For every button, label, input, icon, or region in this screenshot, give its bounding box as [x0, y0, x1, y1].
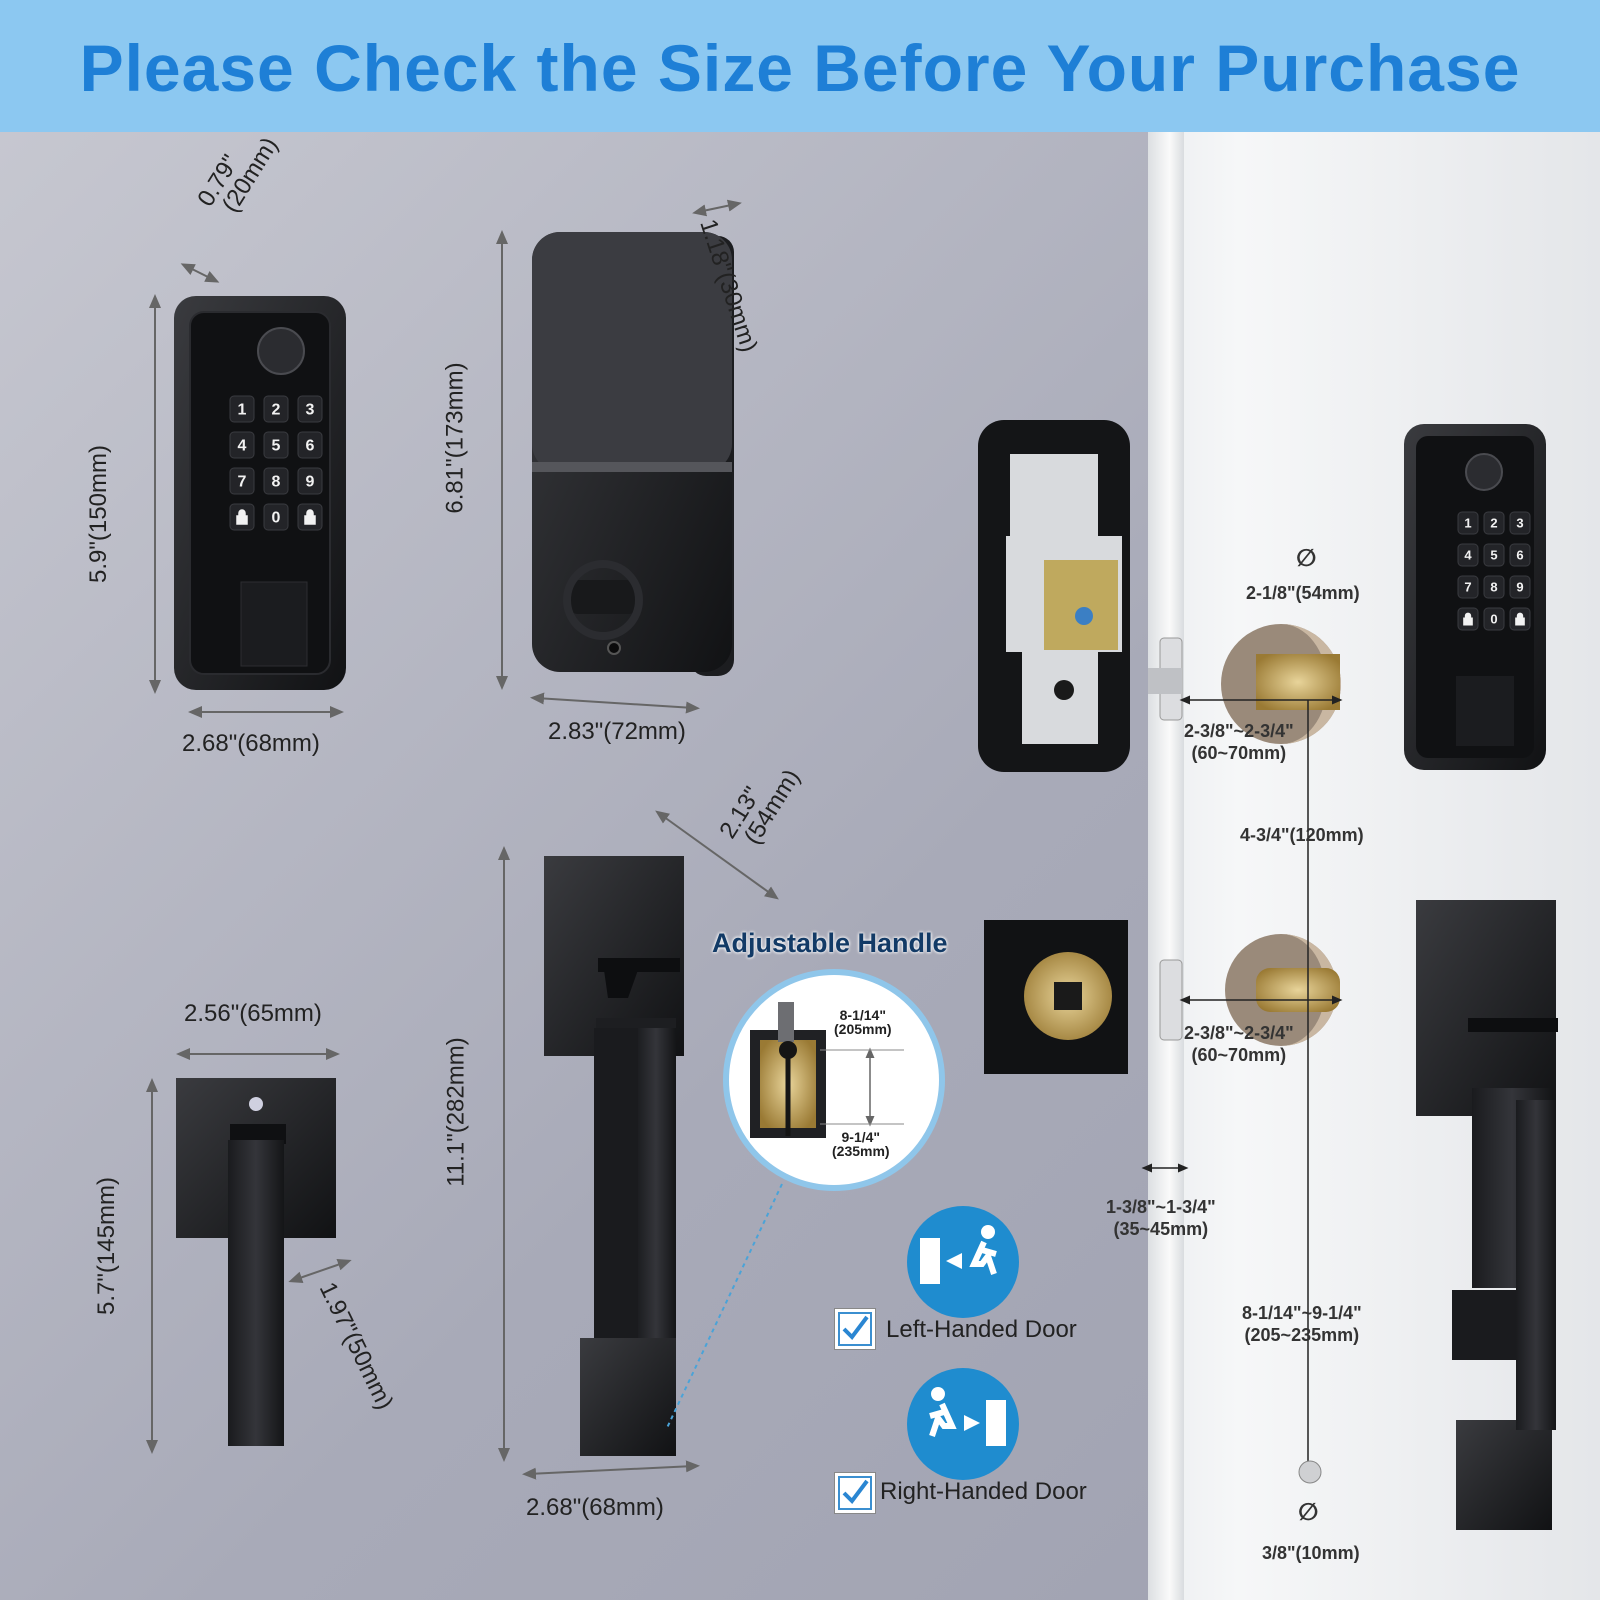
adjustable-handle-title: Adjustable Handle — [712, 928, 948, 958]
keypad-key-label: 6 — [306, 438, 315, 455]
interior-lever — [176, 1078, 336, 1446]
door-keypad-key-bg — [1483, 511, 1505, 535]
door-keypad-key-bg — [1483, 607, 1505, 631]
keypad-key-label: 9 — [306, 474, 315, 491]
bore-label: 2-1/8"(54mm) — [1246, 583, 1360, 603]
door-keypad-key-bg — [1509, 511, 1531, 535]
lock-icon — [304, 509, 316, 525]
door-keypad-key-bg — [1457, 511, 1479, 535]
lever-width-label: 2.56"(65mm) — [184, 1000, 322, 1027]
keypad-key-label: 2 — [272, 402, 281, 419]
door-keypad-key-bg — [1457, 543, 1479, 567]
keypad-key-label: 4 — [238, 438, 247, 455]
keypad-key-bg — [229, 467, 255, 495]
keypad-key-label: 7 — [238, 474, 247, 491]
spacing-label: 4-3/4"(120mm) — [1240, 825, 1364, 845]
keypad-key-bg — [297, 431, 323, 459]
door-keypad-key-label: 1 — [1464, 516, 1471, 531]
keypad-key-bg — [263, 395, 289, 423]
door-keypad-key-bg — [1457, 575, 1479, 599]
keypad-key-label: 8 — [272, 474, 281, 491]
door-keypad-key-bg — [1483, 575, 1505, 599]
handle-width-label: 2.68"(68mm) — [526, 1494, 664, 1521]
lock-icon — [236, 509, 248, 525]
keypad-key-bg — [263, 467, 289, 495]
door-keypad-key-label: 4 — [1464, 548, 1472, 563]
door-keypad-key-label: 6 — [1516, 548, 1523, 563]
keypad-key-label: 5 — [272, 438, 281, 455]
page-title: Please Check the Size Before Your Purcha… — [79, 31, 1521, 105]
left-door-checkbox — [834, 1308, 876, 1350]
handle-height-label: 11.1"(282mm) — [442, 1037, 470, 1187]
handle-span-label: 8-1/14"~9-1/4"(205~235mm) — [1242, 1303, 1362, 1345]
door-keypad-key-label: 0 — [1490, 612, 1497, 627]
keypad-key-bg — [263, 431, 289, 459]
keypad-width-label: 2.68"(68mm) — [182, 730, 320, 757]
adjust-max-label: 9-1/4"(235mm) — [832, 1129, 890, 1159]
keypad-key-label: 3 — [306, 402, 315, 419]
exterior-handle — [544, 856, 684, 1456]
keypad-key-bg — [263, 503, 289, 531]
left-door-icon — [907, 1206, 1019, 1318]
door-keypad-key-bg — [1483, 543, 1505, 567]
door-thickness-label: 1-3/8"~1-3/4"(35~45mm) — [1106, 1197, 1216, 1239]
door-keypad-key-label: 5 — [1490, 548, 1497, 563]
keypad-height-label: 5.9"(150mm) — [84, 445, 112, 583]
right-door-icon — [907, 1368, 1019, 1480]
lock-height-label: 6.81"(173mm) — [441, 362, 469, 514]
lock-icon — [1515, 612, 1525, 626]
keypad-key-bg — [229, 431, 255, 459]
bore-diameter-symbol: ∅ — [1296, 545, 1317, 572]
door-keypad-key-label: 8 — [1490, 580, 1497, 595]
lever-height-label: 5.7"(145mm) — [92, 1177, 120, 1315]
screw-hole-label: 3/8"(10mm) — [1262, 1543, 1360, 1563]
door-keypad-key-bg — [1509, 575, 1531, 599]
keypad-key-label: 1 — [238, 402, 247, 419]
door-keypad-key-label: 7 — [1464, 580, 1471, 595]
lock-icon — [1463, 612, 1473, 626]
keypad-lock-front — [174, 296, 346, 690]
header-banner: Please Check the Size Before Your Purcha… — [0, 0, 1600, 132]
lock-width-label: 2.83"(72mm) — [548, 718, 686, 745]
latch-handle — [984, 920, 1340, 1074]
right-door-label: Right-Handed Door — [880, 1478, 1087, 1505]
door-edge — [1148, 132, 1184, 1600]
right-door-checkbox — [834, 1472, 876, 1514]
keypad-key-label: 0 — [272, 510, 281, 527]
keypad-key-bg — [297, 467, 323, 495]
door-keypad-key-label: 3 — [1516, 516, 1523, 531]
door-keypad-keys: 1 2 3 4 5 6 7 8 9 0 — [1457, 511, 1531, 631]
screw-diameter-symbol: ∅ — [1298, 1499, 1319, 1526]
door-keypad-key-bg — [1509, 543, 1531, 567]
lock-backplate — [978, 420, 1130, 772]
door-keypad-key-label: 2 — [1490, 516, 1497, 531]
door-keypad-key-label: 9 — [1516, 580, 1523, 595]
keypad-keys: 1 2 3 4 5 6 7 8 9 0 — [229, 395, 323, 531]
interior-lock — [532, 232, 734, 676]
backset1-label: 2-3/8"~2-3/4"(60~70mm) — [1184, 721, 1294, 763]
adjust-min-label: 8-1/14"(205mm) — [834, 1007, 892, 1037]
keypad-key-bg — [297, 395, 323, 423]
keypad-key-bg — [229, 395, 255, 423]
backset2-label: 2-3/8"~2-3/4"(60~70mm) — [1184, 1023, 1294, 1065]
door-exterior-handle — [1416, 900, 1558, 1530]
adjustable-handle-zoom — [665, 969, 945, 1431]
left-door-label: Left-Handed Door — [886, 1316, 1077, 1343]
